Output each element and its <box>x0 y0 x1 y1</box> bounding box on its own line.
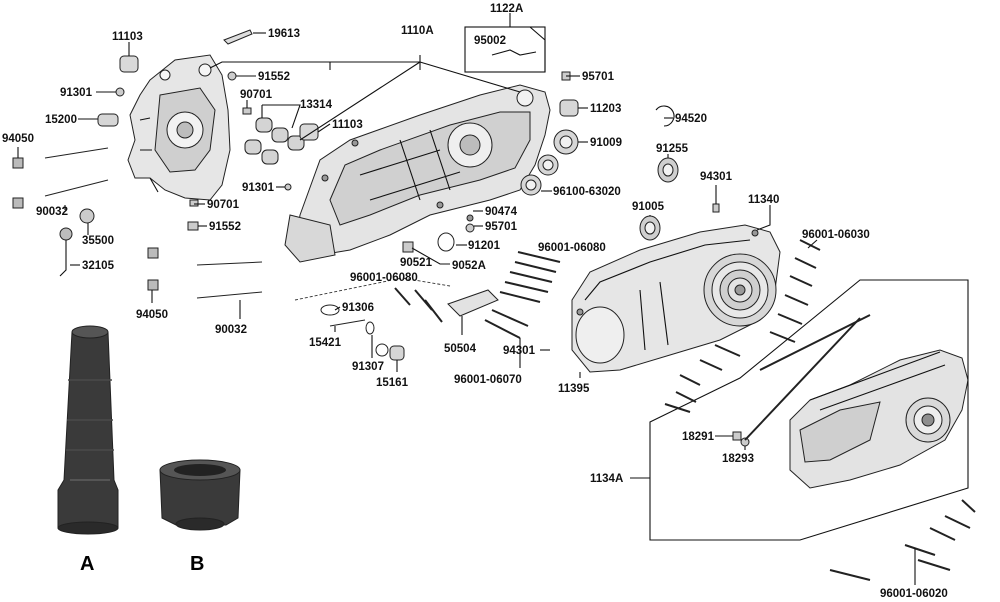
label-91552-mid: 91552 <box>209 221 241 233</box>
label-96001-06080-a: 96001-06080 <box>538 242 606 254</box>
label-1134A: 1134A <box>590 473 623 485</box>
label-19613: 19613 <box>268 28 300 40</box>
label-95002: 95002 <box>474 35 506 47</box>
tool-label-a: A <box>80 553 94 575</box>
label-91005: 91005 <box>632 201 665 213</box>
bolt-groups <box>394 239 976 581</box>
label-96100-63020: 96100-63020 <box>553 186 621 198</box>
label-13314: 13314 <box>300 99 333 111</box>
label-91201: 91201 <box>468 240 501 252</box>
label-15200: 15200 <box>45 114 77 126</box>
label-90032-top: 90032 <box>36 206 68 218</box>
label-91307: 91307 <box>352 361 384 373</box>
label-96001-06070: 96001-06070 <box>454 374 522 386</box>
label-90474: 90474 <box>485 206 518 218</box>
leader-lines <box>17 13 916 585</box>
label-90701-mid: 90701 <box>207 199 240 211</box>
label-94050-bottom: 94050 <box>136 309 168 321</box>
label-91301-top: 91301 <box>60 87 93 99</box>
assembly-box-1122A <box>464 26 546 73</box>
label-91552-top: 91552 <box>258 71 290 83</box>
label-11103-top: 11103 <box>112 31 143 43</box>
left-crankcase-half <box>127 54 231 201</box>
label-11395: 11395 <box>558 383 590 395</box>
assembly-frame-1134A <box>649 279 969 541</box>
label-9052A: 9052A <box>452 260 486 272</box>
label-96001-06020: 96001-06020 <box>880 588 948 600</box>
label-90521: 90521 <box>400 257 433 269</box>
label-95701-top: 95701 <box>582 71 615 83</box>
label-96001-06030: 96001-06030 <box>802 229 870 241</box>
label-18293: 18293 <box>722 453 754 465</box>
label-11203: 11203 <box>590 103 621 115</box>
tool-label-b: B <box>190 553 204 575</box>
label-11340: 11340 <box>748 194 779 206</box>
label-90032-bottom: 90032 <box>215 324 247 336</box>
outer-cover-assembly <box>789 349 969 489</box>
label-91009: 91009 <box>590 137 622 149</box>
special-tool-b <box>159 459 241 531</box>
label-15161: 15161 <box>376 377 409 389</box>
label-91255: 91255 <box>656 143 689 155</box>
label-91306: 91306 <box>342 302 374 314</box>
center-crankcase <box>284 84 551 263</box>
label-94301-mid: 94301 <box>503 345 536 357</box>
label-1122A: 1122A <box>490 3 523 15</box>
label-96001-06080-b: 96001-06080 <box>350 272 418 284</box>
label-35500: 35500 <box>82 235 114 247</box>
small-parts <box>12 29 750 447</box>
part-number-labels: 11103 19613 1110A 1122A 95002 91301 9155… <box>2 3 948 600</box>
label-94050-top: 94050 <box>2 133 34 145</box>
label-91301-mid: 91301 <box>242 182 275 194</box>
transmission-cover <box>571 224 781 373</box>
special-tool-a <box>57 325 119 535</box>
label-1110A: 1110A <box>401 25 434 37</box>
label-50504: 50504 <box>444 343 477 355</box>
label-11103-right: 11103 <box>332 119 363 131</box>
label-94301-top: 94301 <box>700 171 733 183</box>
label-94520: 94520 <box>675 113 707 125</box>
label-18291: 18291 <box>682 431 715 443</box>
label-15421: 15421 <box>309 337 342 349</box>
label-32105: 32105 <box>82 260 115 272</box>
label-90701-top: 90701 <box>240 89 273 101</box>
label-95701-mid: 95701 <box>485 221 518 233</box>
